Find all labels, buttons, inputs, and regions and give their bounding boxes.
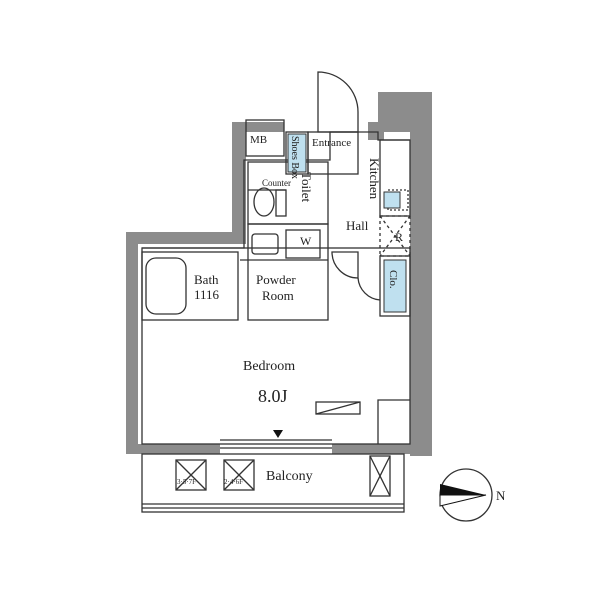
powder-room-label-line2: Room xyxy=(262,288,294,303)
washer-label: W xyxy=(300,234,312,248)
bath-size-label: 1116 xyxy=(194,287,220,302)
entrance-label: Entrance xyxy=(312,137,351,149)
bedroom-size-label: 8.0J xyxy=(258,386,288,406)
storage-fills xyxy=(287,133,407,313)
floors-b-label: 2·4·6F xyxy=(224,478,243,486)
compass-north-label: N xyxy=(496,488,506,503)
balcony-label: Balcony xyxy=(266,469,313,484)
compass-icon: N xyxy=(439,468,506,522)
refrigerator-label: R xyxy=(395,230,403,244)
bath-label: Bath xyxy=(194,272,219,287)
kitchen-label: Kitchen xyxy=(367,158,382,200)
mb-label: MB xyxy=(250,134,267,146)
floors-a-label: 3·5·7F xyxy=(177,478,196,486)
window-marker-icon xyxy=(273,430,283,438)
interior-walls xyxy=(141,71,411,513)
closet-label: Clo. xyxy=(387,270,399,289)
shoes-box-label: Shoes Box xyxy=(289,136,300,179)
powder-room-label-line1: Powder xyxy=(256,272,296,287)
counter-label: Counter xyxy=(262,178,291,188)
hall-label: Hall xyxy=(346,218,369,233)
toilet-label: Toilet xyxy=(299,172,314,203)
outer-walls xyxy=(126,92,432,456)
bedroom-label: Bedroom xyxy=(243,359,295,374)
